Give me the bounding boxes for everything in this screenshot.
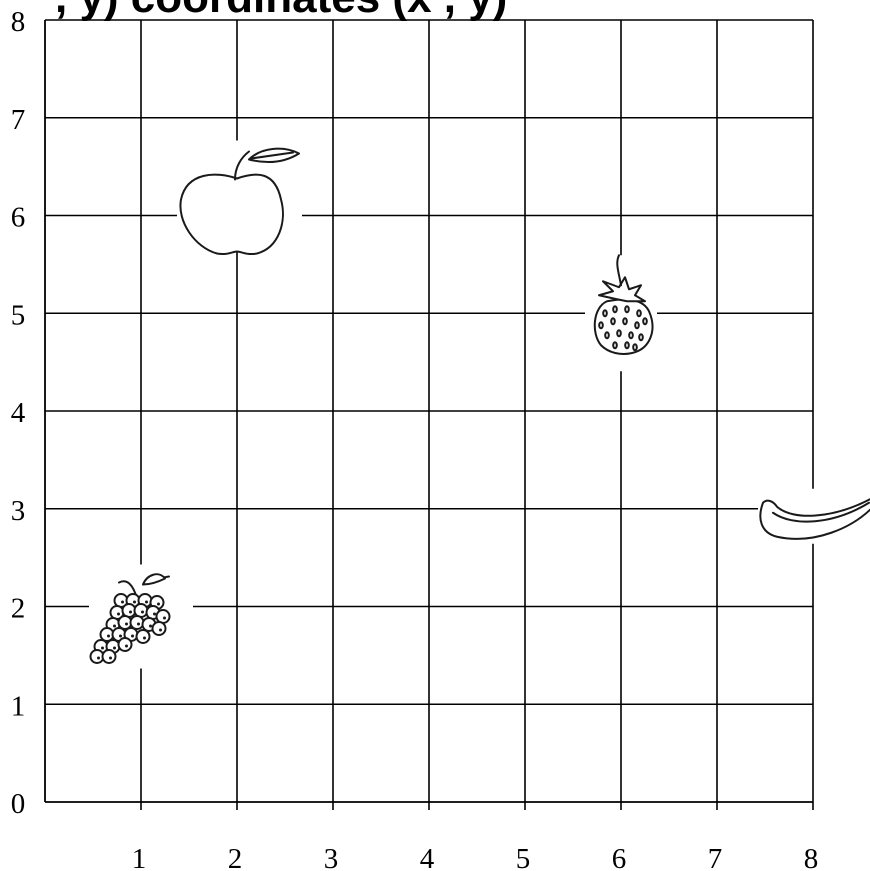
x-tick-label: 1 <box>132 843 147 871</box>
strawberry-icon <box>585 255 657 371</box>
y-tick-label: 0 <box>11 788 26 820</box>
chart-title: , y) coordinates (x , y) <box>55 0 507 22</box>
x-tick-label: 3 <box>324 843 339 871</box>
y-tick-label: 8 <box>11 6 26 38</box>
x-tick-label: 8 <box>804 843 819 871</box>
cropped-title: , y) coordinates (x , y) <box>55 0 507 22</box>
x-tick-label: 2 <box>228 843 243 871</box>
x-tick-label: 4 <box>420 843 435 871</box>
y-tick-label: 7 <box>11 104 26 136</box>
grapes-icon <box>89 565 193 669</box>
y-tick-label: 4 <box>11 397 26 429</box>
y-tick-label: 1 <box>11 690 26 722</box>
x-tick-label: 7 <box>708 843 723 871</box>
banana-icon <box>758 489 870 544</box>
x-tick-label: 5 <box>516 843 531 871</box>
y-tick-label: 5 <box>11 299 26 331</box>
y-tick-label: 6 <box>11 202 26 234</box>
grid-lines <box>45 20 813 810</box>
tick-labels: 1 2 3 4 5 6 7 8 0 1 2 3 4 5 6 7 8 <box>11 6 819 871</box>
y-tick-label: 3 <box>11 495 26 527</box>
fruit-markers <box>89 141 870 669</box>
x-tick-label: 6 <box>612 843 627 871</box>
y-tick-label: 2 <box>11 593 26 625</box>
apple-icon <box>177 141 302 255</box>
